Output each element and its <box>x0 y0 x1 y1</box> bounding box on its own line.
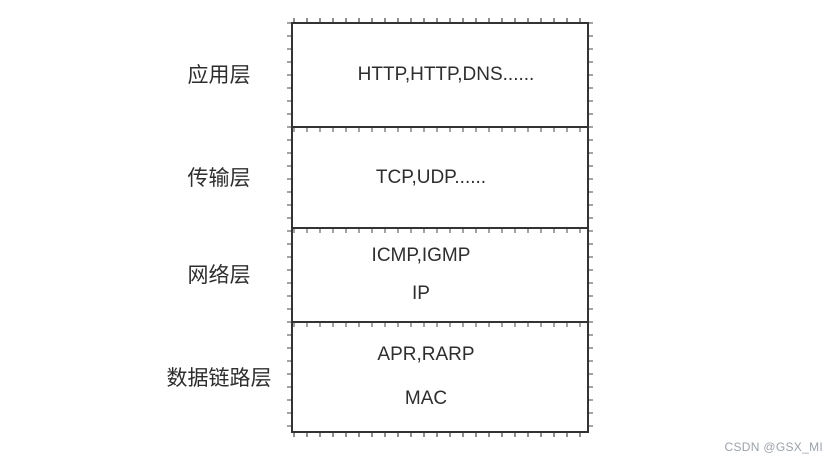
datalink-protocols-text-line1: APR,RARP <box>377 344 475 365</box>
protocol-stack-box: HTTP,HTTP,DNS...... TCP,UDP...... ICMP,I… <box>287 18 593 437</box>
layer-label-transport: 传输层 <box>187 166 251 190</box>
layer-box-network: ICMP,IGMP IP <box>293 229 587 323</box>
layer-label-application: 应用层 <box>187 64 251 87</box>
tcpip-layer-diagram: 应用层 传输层 网络层 数据链路层 HTTP,HTTP,DNS...... TC… <box>147 18 593 437</box>
network-protocols-text-line2: IP <box>412 283 430 304</box>
tick-marks-left <box>287 22 291 433</box>
transport-protocols-text: TCP,UDP...... <box>375 166 487 188</box>
layer-box-transport: TCP,UDP...... <box>293 128 587 229</box>
layer-box-application: HTTP,HTTP,DNS...... <box>293 24 587 128</box>
watermark: CSDN @GSX_MI <box>724 440 823 454</box>
tick-marks-right <box>589 22 593 433</box>
datalink-protocols-text-line2: MAC <box>404 388 448 409</box>
layer-box-datalink: APR,RARP MAC <box>293 323 587 431</box>
layer-label-datalink: 数据链路层 <box>166 367 272 390</box>
layer-label-network: 网络层 <box>187 264 251 287</box>
layer-labels-column: 应用层 传输层 网络层 数据链路层 <box>147 22 291 433</box>
application-protocols-text: HTTP,HTTP,DNS...... <box>357 64 535 85</box>
network-protocols-text-line1: ICMP,IGMP <box>371 245 471 266</box>
